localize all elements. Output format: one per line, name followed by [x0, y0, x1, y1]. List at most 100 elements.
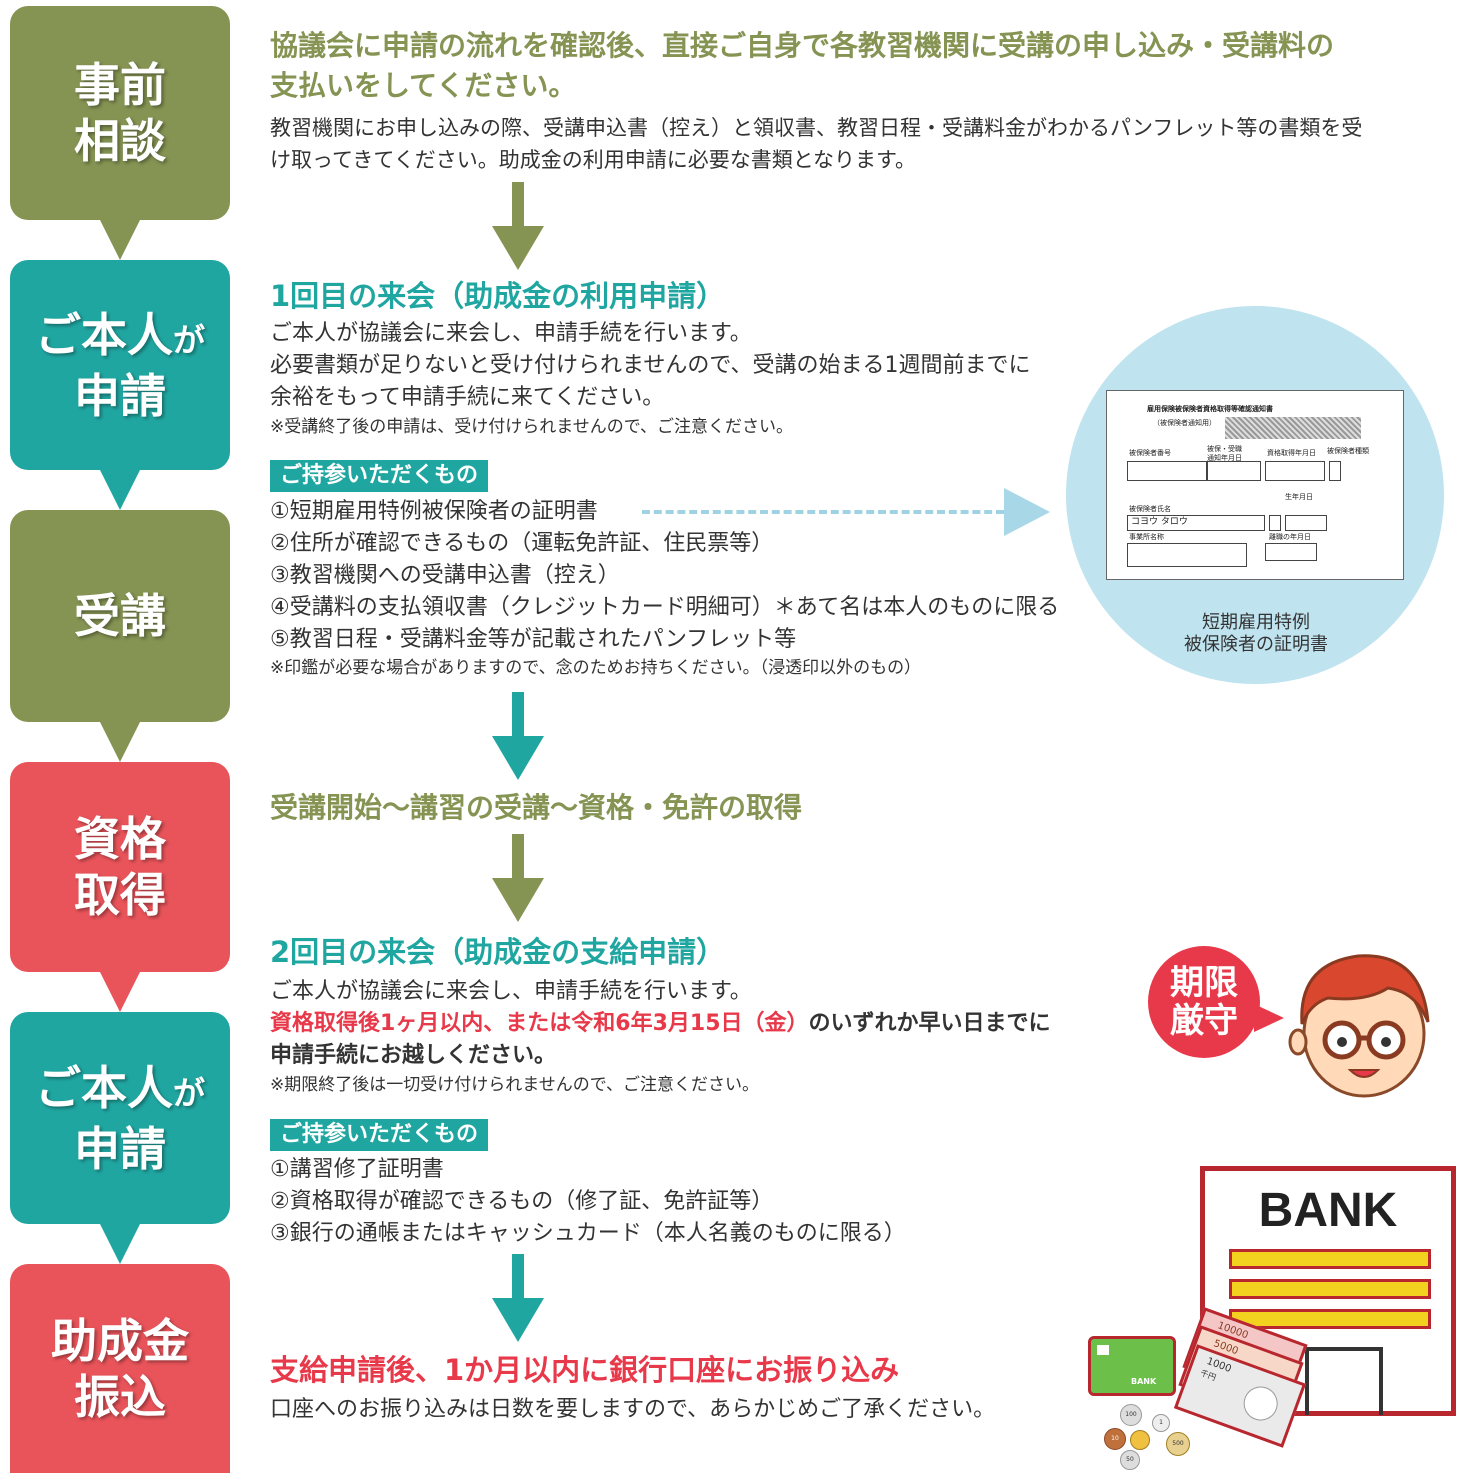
- deadline-suffix: のいずれか早い日までに: [808, 1011, 1051, 1036]
- certificate-caption: 短期雇用特例 被保険者の証明書: [1156, 612, 1356, 656]
- step-label: 相談: [74, 114, 166, 168]
- doc-box: [1265, 461, 1325, 481]
- step-label: 取得: [74, 868, 166, 922]
- step-arrow: [100, 470, 140, 510]
- flow-arrow-shaft: [512, 182, 524, 228]
- dashed-pointer-line: [642, 510, 1004, 514]
- body-line: 資格取得後1ヶ月以内、または令和6年3月15日（金）のいずれか早い日までに: [270, 1008, 1051, 1040]
- coin-value: 500: [1172, 1440, 1184, 1447]
- doc-subtitle: （被保険者通知用）: [1153, 419, 1216, 427]
- doc-box: [1127, 461, 1207, 481]
- step-application-2: ご本人が 申請: [10, 1012, 230, 1224]
- step-label: 受講: [74, 589, 166, 643]
- step-label: 資格: [74, 812, 166, 866]
- section1-body: 教習機関にお申し込みの際、受講申込書（控え）と領収書、教習日程・受講料金がわかる…: [270, 112, 1460, 176]
- body-line: 教習機関にお申し込みの際、受講申込書（控え）と領収書、教習日程・受講料金がわかる…: [270, 116, 1363, 140]
- badge-line: 期限: [1170, 963, 1238, 1003]
- doc-field-label: 離職の年月日: [1269, 533, 1311, 541]
- step-payment: 助成金 振込: [10, 1264, 230, 1473]
- section5-body: 口座へのお振り込みは日数を要しますので、あらかじめご了承ください。: [270, 1397, 996, 1422]
- step-consultation: 事前 相談: [10, 6, 230, 220]
- list-item: ②資格取得が確認できるもの（修了証、免許証等）: [270, 1189, 774, 1214]
- list-item: ①講習修了証明書: [270, 1157, 444, 1182]
- doc-hatched-area: [1225, 417, 1361, 439]
- step-label: 助成金: [51, 1313, 189, 1368]
- card-label: BANK: [1131, 1377, 1157, 1386]
- coin-icon: 100: [1120, 1404, 1142, 1426]
- section5-heading: 支給申請後、1か月以内に銀行口座にお振り込み: [270, 1353, 900, 1387]
- doc-name-value: コヨウ タロウ: [1131, 517, 1188, 527]
- doc-box: [1265, 543, 1317, 561]
- step-qualification: 資格 取得: [10, 762, 230, 972]
- step-arrow: [100, 722, 140, 762]
- body-line: け取ってきてください。助成金の利用申請に必要な書類となります。: [270, 148, 916, 172]
- step-label-small: が: [172, 320, 205, 359]
- step-label-small: が: [172, 1073, 205, 1112]
- step-arrow: [100, 220, 140, 260]
- doc-box: [1285, 515, 1327, 531]
- doc-box: [1329, 461, 1341, 481]
- list-item: ③銀行の通帳またはキャッシュカード（本人名義のものに限る）: [270, 1221, 906, 1246]
- bank-door: [1305, 1347, 1383, 1415]
- deadline-text: 資格取得後1ヶ月以内、または令和6年3月15日（金）: [270, 1011, 809, 1036]
- bring-items-tag-2: ご持参いただくもの: [270, 1119, 489, 1151]
- flow-arrow-shaft: [512, 1254, 524, 1300]
- section2-note: ※受講終了後の申請は、受け付けられませんので、ご注意ください。: [270, 417, 794, 437]
- flow-arrow-head: [492, 226, 544, 270]
- doc-title: 雇用保険被保険者資格取得等確認通知書: [1147, 405, 1273, 413]
- deadline-badge: 期限 厳守: [1148, 946, 1260, 1058]
- badge-line: 厳守: [1170, 1001, 1238, 1041]
- list-item: ④受講料の支払領収書（クレジットカード明細可）＊あて名は本人のものに限る: [270, 595, 1060, 620]
- coin-icon: 50: [1120, 1450, 1140, 1470]
- doc-field-label: 被保険者種類: [1327, 447, 1369, 455]
- person-face-icon: [1288, 954, 1430, 1098]
- badge-pointer: [1254, 1004, 1284, 1032]
- caption-line: 短期雇用特例: [1202, 612, 1310, 633]
- cash-card-icon: BANK: [1088, 1336, 1176, 1396]
- flow-arrow-head: [492, 736, 544, 780]
- section4-body: ご本人が協議会に来会し、申請手続を行います。 資格取得後1ヶ月以内、または令和6…: [270, 976, 1051, 1072]
- flow-arrow-head: [492, 1298, 544, 1342]
- body-line: ご本人が協議会に来会し、申請手続を行います。: [270, 321, 752, 346]
- coin-icon: 1: [1152, 1414, 1170, 1432]
- coin-icon: [1130, 1430, 1150, 1450]
- step-label: 申請: [74, 368, 166, 423]
- doc-field-label: 被保険者番号: [1129, 449, 1171, 457]
- section4-note: ※期限終了後は一切受け付けられませんので、ご注意ください。: [270, 1075, 760, 1095]
- step-label: ご本人: [34, 1060, 173, 1115]
- doc-box: [1127, 543, 1247, 567]
- step-label: 振込: [74, 1369, 166, 1424]
- section1-heading: 協議会に申請の流れを確認後、直接ご自身で各教習機関に受講の申し込み・受講料の 支…: [270, 26, 1460, 106]
- step-course: 受講: [10, 510, 230, 722]
- doc-field-label: 被保・受職 通知年月日: [1207, 445, 1242, 462]
- coin-icon: 500: [1166, 1432, 1190, 1456]
- step-label: 事前: [74, 58, 166, 112]
- bank-stripe: [1229, 1279, 1431, 1299]
- coin-icon: 10: [1104, 1428, 1126, 1450]
- bring-items-list-2: ①講習修了証明書 ②資格取得が確認できるもの（修了証、免許証等） ③銀行の通帳ま…: [270, 1154, 906, 1250]
- list-item: ⑤教習日程・受講料金等が記載されたパンフレット等: [270, 627, 797, 652]
- doc-field-label: 被保険者氏名: [1129, 505, 1171, 513]
- step-label: ご本人: [34, 307, 173, 362]
- bring-items-tag: ご持参いただくもの: [270, 460, 489, 492]
- bank-stripe: [1229, 1309, 1431, 1329]
- coin-value: 10: [1111, 1435, 1119, 1442]
- doc-name-box: [1127, 515, 1265, 531]
- bank-sign: BANK: [1258, 1184, 1398, 1237]
- flow-arrow-shaft: [512, 692, 524, 738]
- section2-body: ご本人が協議会に来会し、申請手続を行います。 必要書類が足りないと受け付けられま…: [270, 318, 1030, 414]
- body-line: 必要書類が足りないと受け付けられませんので、受講の始まる1週間前までに: [270, 353, 1031, 378]
- body-line: 余裕をもって申請手続に来てください。: [270, 385, 665, 410]
- step-arrow: [100, 972, 140, 1012]
- doc-box: [1207, 461, 1261, 481]
- dashed-pointer-head: [1004, 488, 1050, 536]
- card-chip: [1097, 1345, 1109, 1355]
- flow-arrow-shaft: [512, 834, 524, 880]
- list-item: ②住所が確認できるもの（運転免許証、住民票等）: [270, 531, 774, 556]
- step-label: 申請: [74, 1121, 166, 1176]
- bring-items-list: ①短期雇用特例被保険者の証明書 ②住所が確認できるもの（運転免許証、住民票等） …: [270, 496, 1059, 656]
- body-line: ご本人が協議会に来会し、申請手続を行います。: [270, 979, 752, 1004]
- section4-heading: 2回目の来会（助成金の支給申請）: [270, 935, 726, 969]
- list-item: ①短期雇用特例被保険者の証明書: [270, 499, 598, 524]
- coin-value: 1: [1159, 1419, 1163, 1426]
